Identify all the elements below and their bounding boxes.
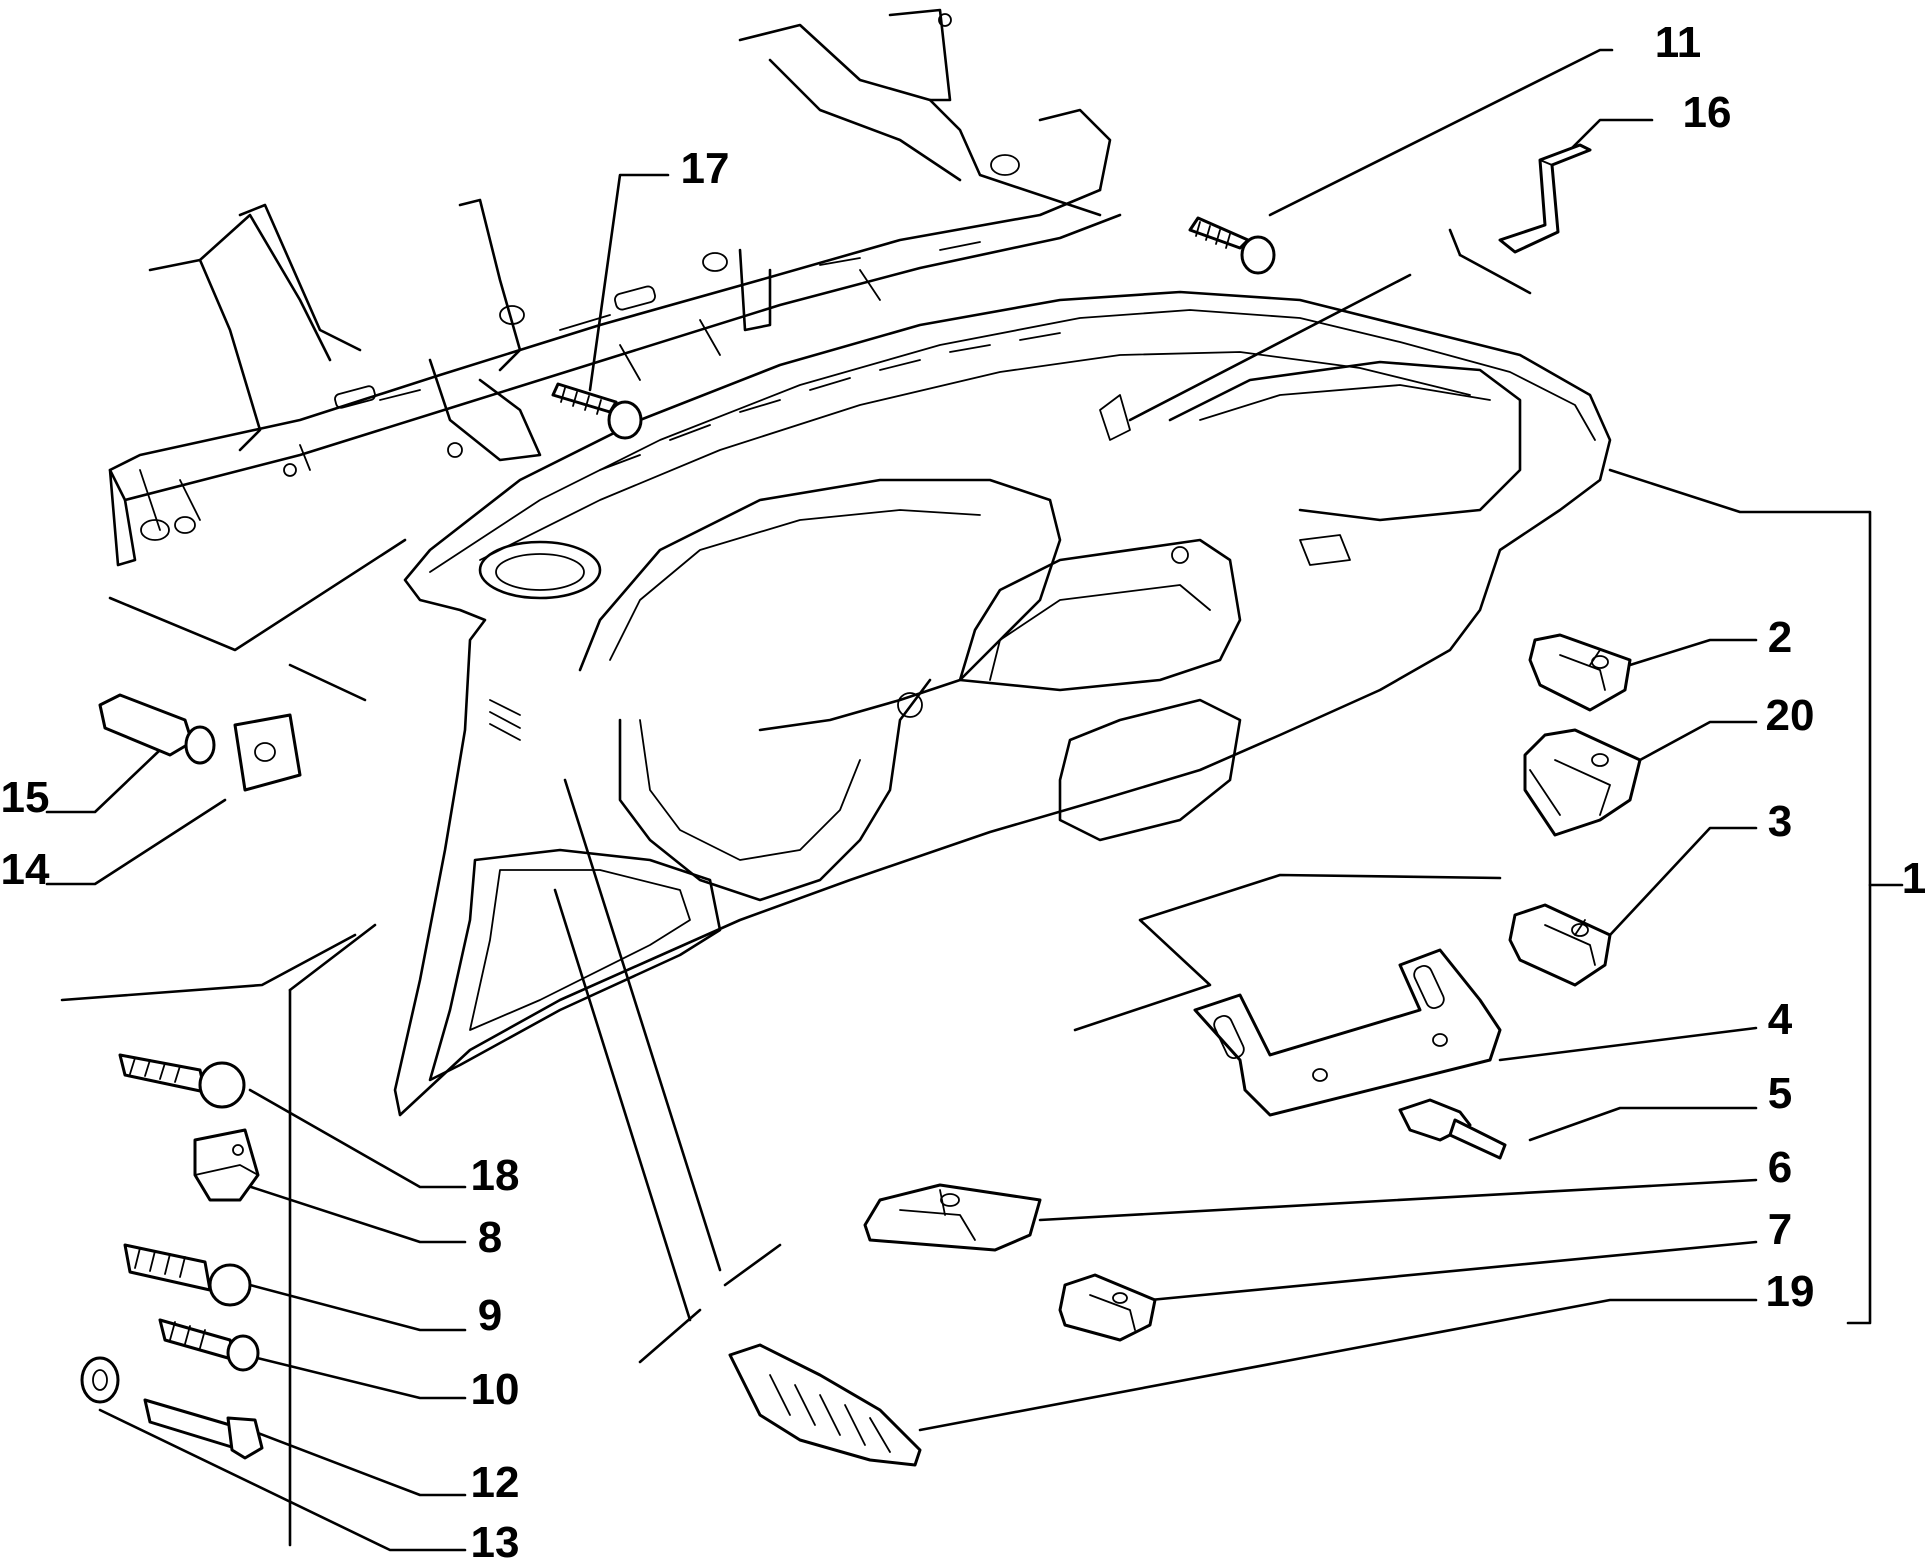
callout-17: 17 (681, 144, 730, 193)
part-2-clip (1528, 633, 1632, 712)
callout-13: 13 (471, 1518, 520, 1566)
leader-lines (45, 48, 1904, 1552)
part-9-screw (123, 1243, 252, 1307)
part-3-clip (1508, 903, 1612, 987)
part-13-washer (80, 1356, 120, 1404)
callout-10: 10 (471, 1365, 520, 1414)
dashboard-cross-beam (108, 8, 1122, 567)
callout-19: 19 (1766, 1267, 1815, 1316)
part-6-clip (863, 1183, 1042, 1252)
part-15-stud (98, 693, 216, 765)
callout-16: 16 (1683, 88, 1732, 137)
callout-labels: 11 16 17 1 2 20 3 4 5 6 7 19 15 14 18 8 … (1, 18, 1926, 1566)
part-12-bolt (143, 1398, 264, 1460)
part-4-bracket (1193, 948, 1502, 1117)
callout-8: 8 (478, 1213, 502, 1262)
part-14-square-nut (233, 713, 302, 792)
callout-15: 15 (1, 773, 50, 822)
callout-20: 20 (1766, 691, 1815, 740)
part-19-vent-grille (728, 1343, 922, 1467)
part-5-pin (1398, 1098, 1507, 1160)
callout-14: 14 (1, 845, 50, 894)
callout-7: 7 (1768, 1205, 1792, 1254)
callout-6: 6 (1768, 1143, 1792, 1192)
callout-18: 18 (471, 1151, 520, 1200)
part-20-clip (1523, 728, 1642, 837)
callout-9: 9 (478, 1291, 502, 1340)
part-17-screw (551, 382, 643, 440)
callout-11: 11 (1655, 18, 1702, 67)
dashboard-panel (393, 290, 1612, 1117)
part-10-screw (158, 1318, 260, 1372)
callout-3: 3 (1768, 797, 1792, 846)
callout-5: 5 (1768, 1069, 1792, 1118)
dashboard-vent-slots (489, 332, 1061, 741)
callout-1: 1 (1902, 854, 1926, 903)
callout-4: 4 (1768, 995, 1793, 1044)
part-8-clip (193, 1128, 260, 1202)
part-16-bracket (1498, 143, 1592, 254)
part-7-clip (1058, 1273, 1157, 1342)
callout-2: 2 (1768, 613, 1792, 662)
callout-12: 12 (471, 1458, 520, 1507)
part-18-bolt (118, 1053, 246, 1109)
part-11-screw (1188, 216, 1276, 275)
